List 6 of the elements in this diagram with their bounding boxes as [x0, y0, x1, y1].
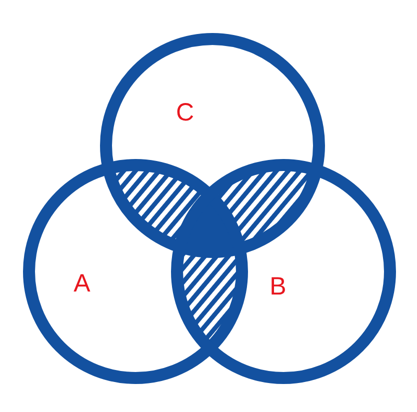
set-label: A — [74, 272, 90, 296]
set-label: C — [176, 100, 194, 126]
set-circle — [22, 159, 248, 384]
set-label: B — [270, 274, 286, 300]
set-circle — [170, 159, 396, 384]
set-circle — [100, 32, 324, 258]
